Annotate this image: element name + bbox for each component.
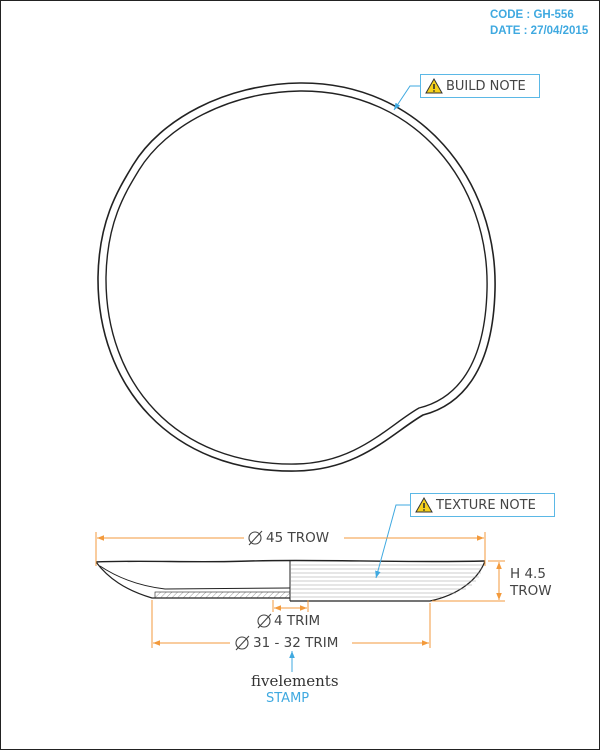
- dim-height: [432, 560, 505, 602]
- build-note[interactable]: BUILD NOTE: [420, 74, 540, 98]
- dim-height-label-2: TROW: [510, 583, 552, 599]
- dim-foot-trim-label: 4 TRIM: [274, 613, 321, 629]
- plate-profile: [95, 559, 486, 602]
- stamp-label: STAMP: [266, 691, 310, 706]
- drawing-code: CODE : GH-556: [490, 9, 574, 21]
- texture-note[interactable]: TEXTURE NOTE: [410, 493, 555, 517]
- dim-diameter-top: [95, 532, 486, 566]
- plate-outer-rim: [97, 82, 496, 472]
- plate-inner-rim: [105, 90, 488, 465]
- dim-base-diameter: [151, 600, 431, 648]
- texture-note-label: TEXTURE NOTE: [436, 497, 536, 513]
- dim-base-diameter-label: 31 - 32 TRIM: [253, 635, 339, 651]
- warning-icon: [415, 497, 433, 513]
- dim-height-label-1: H 4.5: [510, 566, 546, 582]
- diameter-symbol: [235, 635, 250, 651]
- drawing-date: DATE : 27/04/2015: [490, 25, 589, 37]
- dim-foot-trim: [272, 600, 309, 612]
- build-note-leader: [393, 85, 420, 111]
- build-note-label: BUILD NOTE: [446, 78, 526, 94]
- diameter-symbol: [257, 613, 272, 629]
- diameter-symbol: [248, 530, 263, 546]
- brand-logo: fivelements: [251, 672, 339, 690]
- dim-diameter-top-label: 45 TROW: [266, 530, 330, 546]
- warning-icon: [425, 78, 443, 94]
- texture-note-leader: [375, 504, 410, 579]
